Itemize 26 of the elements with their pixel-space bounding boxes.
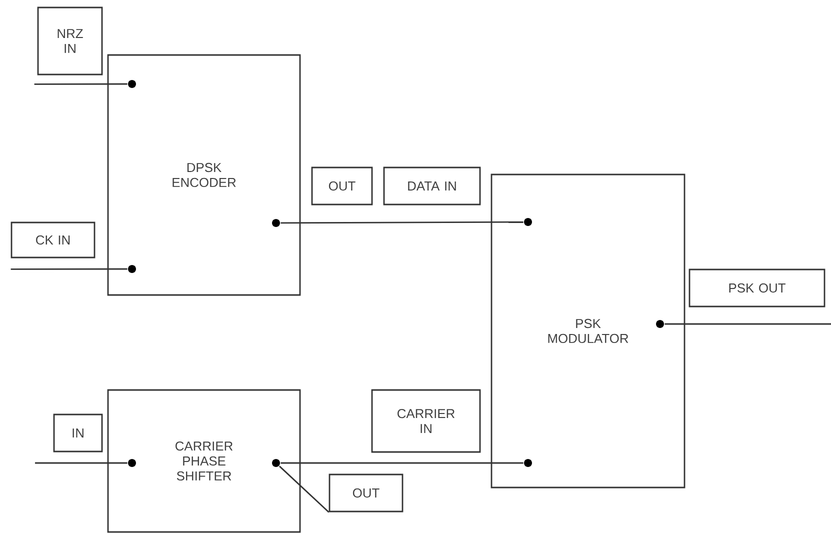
signal-line (35, 462, 128, 464)
pin-dot (272, 459, 280, 467)
pin-dot (524, 218, 532, 226)
port-label-box: IN (53, 414, 103, 452)
pin-dot (656, 320, 664, 328)
pin-dot (524, 459, 532, 467)
block-box: DPSK ENCODER (107, 54, 301, 296)
signal-line (280, 462, 524, 464)
pin-dot (272, 219, 280, 227)
pin-dot (128, 459, 136, 467)
signal-line (664, 323, 831, 325)
pin-dot (128, 80, 136, 88)
pin-dot (128, 265, 136, 273)
port-label-box: DATA IN (383, 166, 481, 206)
port-label-box: NRZ IN (37, 6, 103, 76)
block-box: CARRIER PHASE SHIFTER (107, 389, 301, 533)
leader-line (278, 466, 330, 513)
signal-line (10, 268, 128, 270)
signal-line (34, 83, 128, 85)
port-label-box: CK IN (10, 222, 96, 258)
port-label-box: PSK OUT (688, 268, 826, 308)
port-label-box: CARRIER IN (371, 389, 481, 453)
signal-line (280, 221, 524, 224)
port-label-box: OUT (328, 474, 404, 512)
port-label-box: OUT (311, 166, 373, 206)
block-box: PSK MODULATOR (490, 174, 686, 488)
